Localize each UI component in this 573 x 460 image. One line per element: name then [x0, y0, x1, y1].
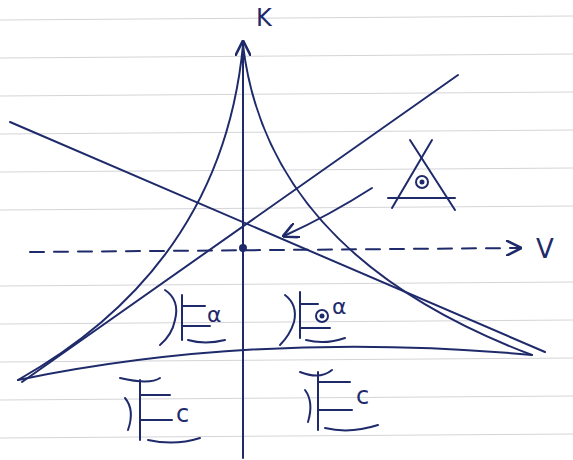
sketch-c-left: [120, 378, 200, 443]
point: [240, 245, 246, 251]
axis-label: K: [256, 6, 272, 30]
v-axis: [30, 248, 520, 252]
sketch-c-right: [300, 370, 378, 430]
line: [22, 75, 458, 382]
ruled-lines: [0, 16, 573, 438]
symbol-label: c: [356, 384, 369, 408]
axis-label: V: [536, 236, 554, 262]
line: [10, 122, 545, 352]
symbol-label: α: [207, 304, 222, 326]
cusp-curve: [18, 45, 243, 380]
triangle-sketch: [388, 140, 455, 210]
pointer-arrow: [284, 188, 372, 236]
symbol-label: c: [176, 402, 189, 426]
cusp-curve: [18, 347, 532, 380]
sketch-alpha-left: [160, 290, 225, 345]
cusp-curve: [243, 45, 532, 355]
symbol-label: α: [332, 296, 347, 318]
